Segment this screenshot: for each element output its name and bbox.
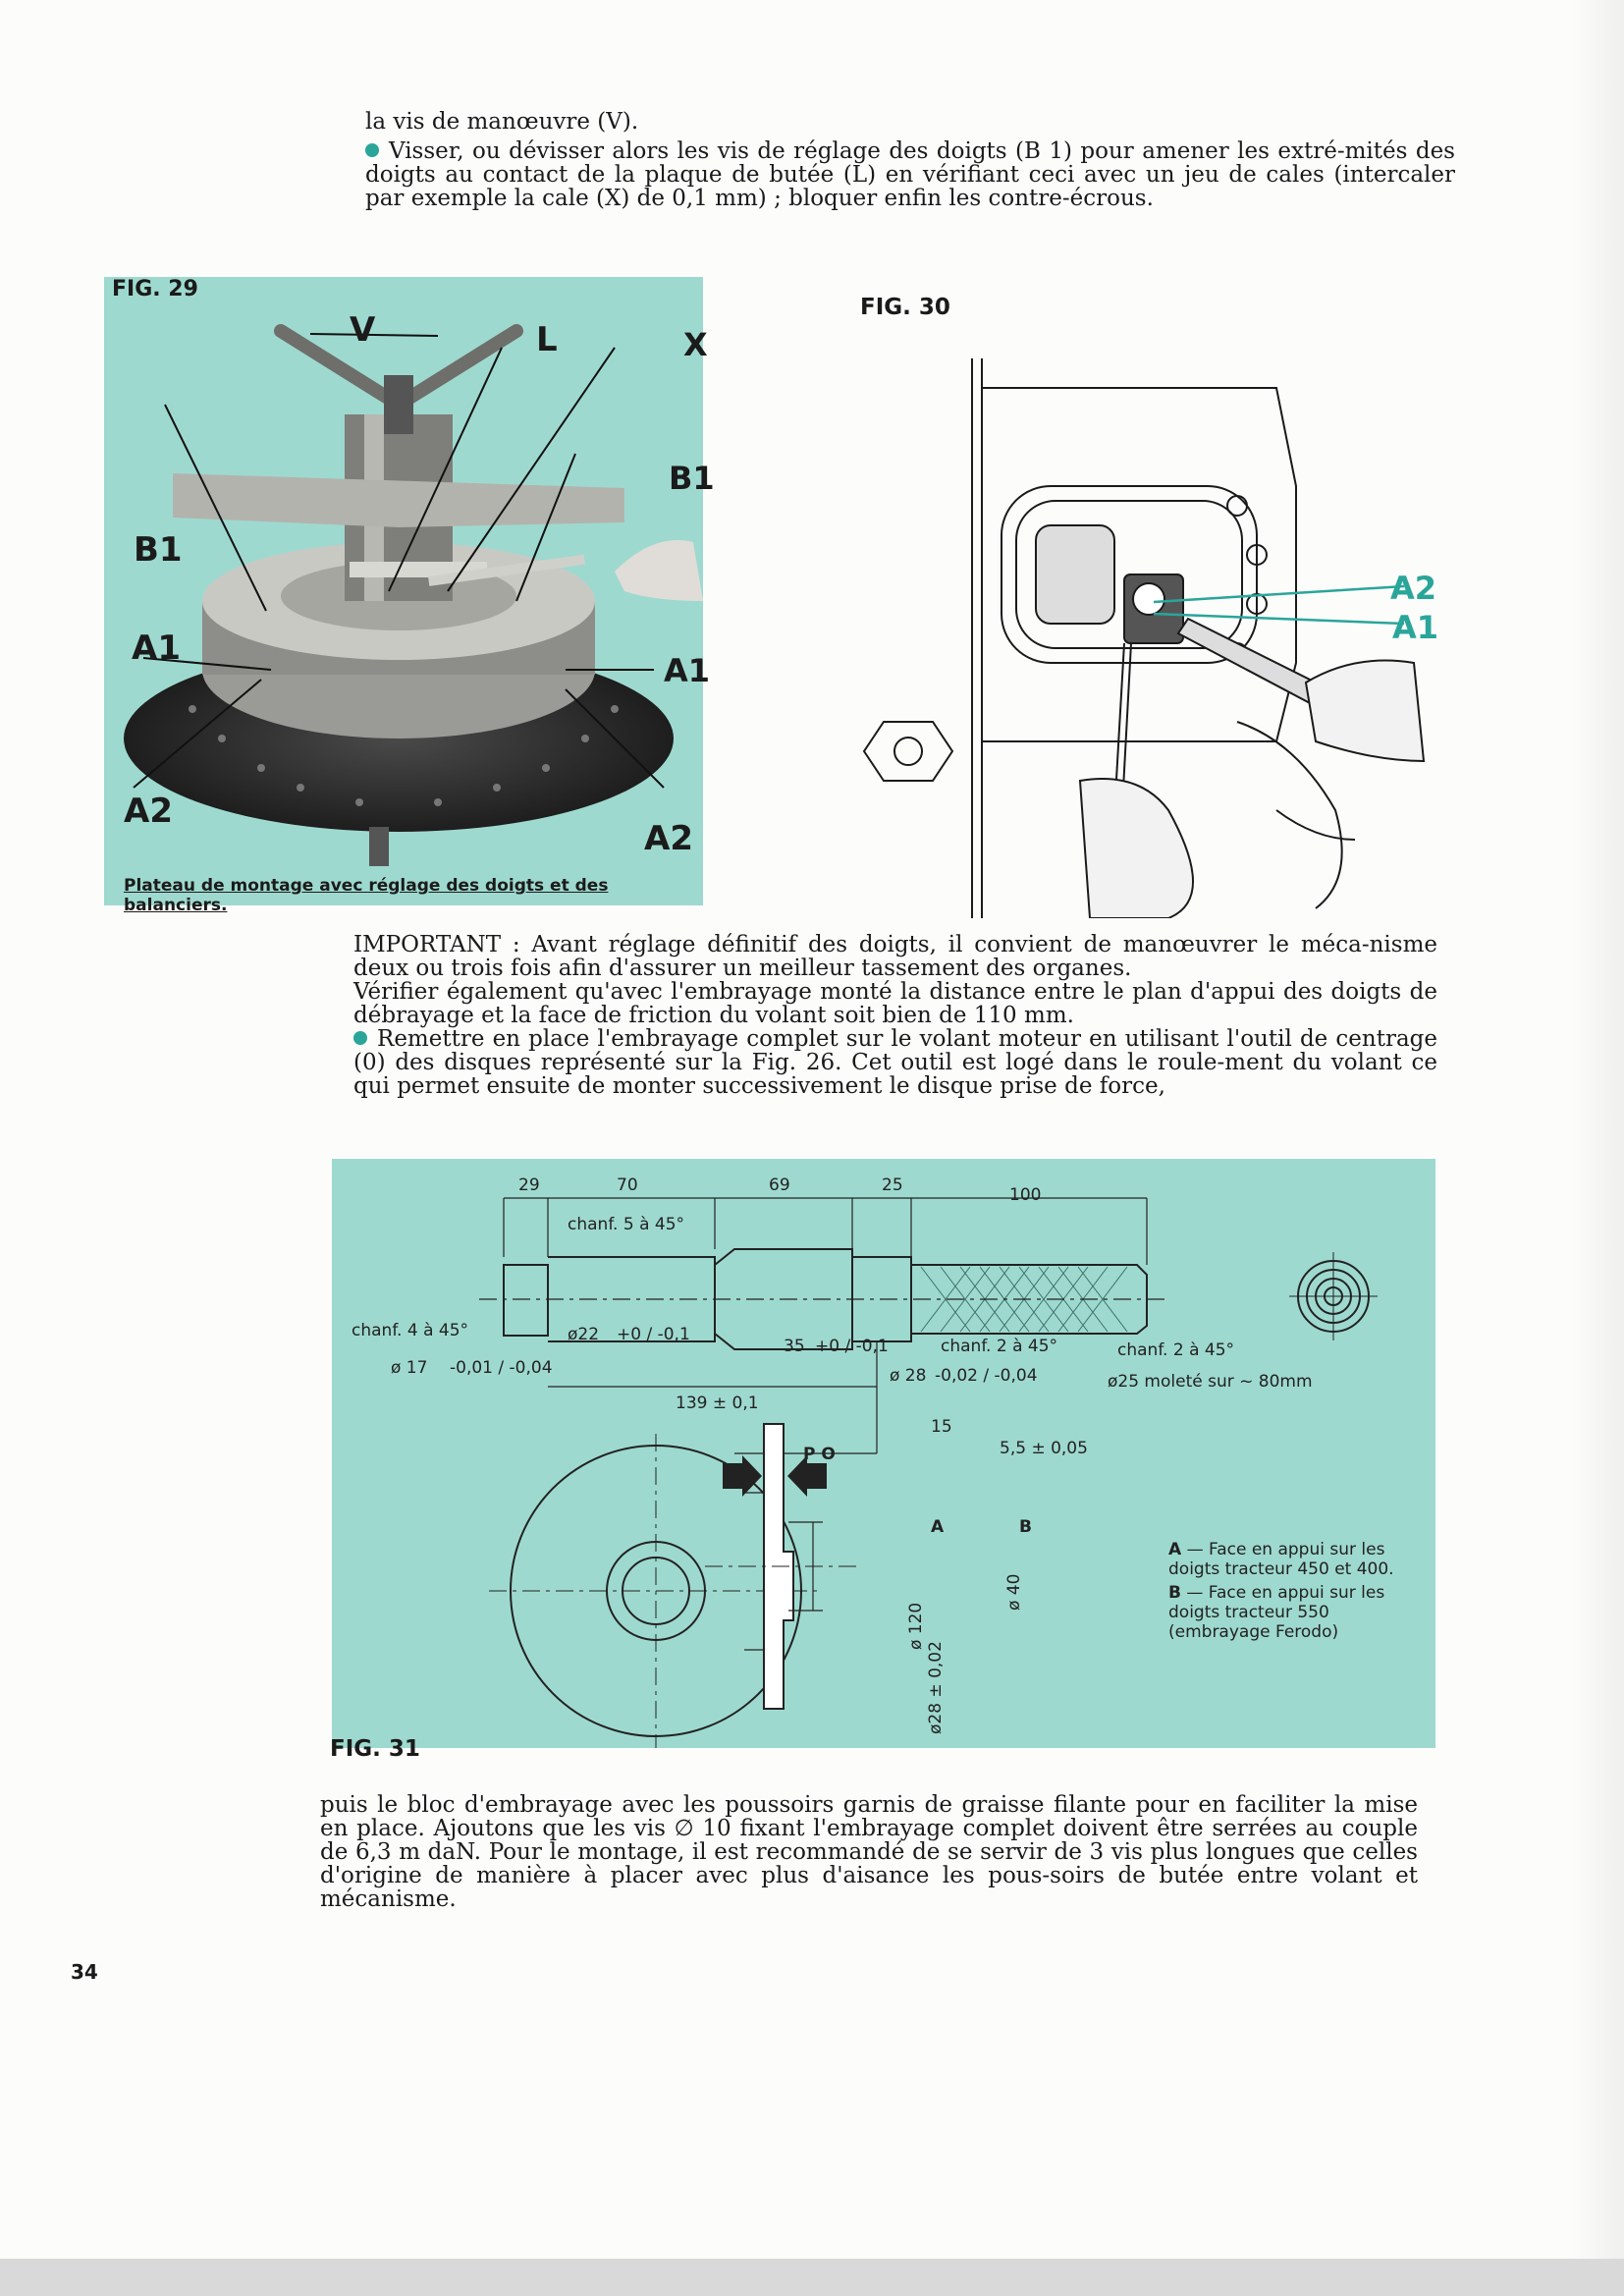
- page-number: 34: [71, 1960, 98, 1984]
- dim-dia40: ø 40: [1004, 1574, 1024, 1611]
- dim-dia25: ø25 moleté sur ~ 80mm: [1108, 1372, 1313, 1392]
- important-text: IMPORTANT : Avant réglage définitif des …: [353, 933, 1437, 1098]
- bullet-icon: [365, 143, 379, 157]
- dim-chanf5: chanf. 5 à 45°: [568, 1215, 684, 1234]
- fig29-callout-a2-left: A2: [124, 792, 173, 831]
- dim-dia28b: ø28 ± 0,02: [926, 1641, 946, 1734]
- dim-dia17-tol: -0,01 / -0,04: [450, 1358, 553, 1378]
- intro-line: la vis de manœuvre (V).: [365, 109, 639, 135]
- verify-paragraph: Vérifier également qu'avec l'embrayage m…: [353, 979, 1437, 1028]
- dim-70: 70: [617, 1175, 638, 1195]
- fig29-callout-x: X: [683, 326, 708, 363]
- dim-5-5: 5,5 ± 0,05: [1000, 1439, 1088, 1458]
- fig29-panel: FIG. 29 V L X B1 B1 A1 A1 A2 A2 Plateau …: [104, 277, 715, 915]
- dim-chanf2a: chanf. 2 à 45°: [941, 1337, 1057, 1356]
- dim-chanf4: chanf. 4 à 45°: [352, 1321, 468, 1340]
- fig29-callout-l: L: [536, 320, 558, 359]
- final-paragraph: puis le bloc d'embrayage avec les pousso…: [320, 1792, 1418, 1912]
- dim-dia120: ø 120: [906, 1603, 926, 1650]
- legend-item-b: B — Face en appui sur les doigts tracteu…: [1168, 1583, 1385, 1642]
- fig29-callout-a1-right: A1: [664, 652, 711, 689]
- fig30-drawing: [862, 358, 1426, 918]
- dim-35: 35: [784, 1337, 805, 1356]
- bullet-paragraph-2: Remettre en place l'embrayage complet su…: [353, 1027, 1437, 1098]
- dim-29: 29: [518, 1175, 540, 1195]
- fig30-callout-a1: A1: [1392, 609, 1439, 646]
- fig31-label: FIG. 31: [330, 1736, 420, 1762]
- intro-text: la vis de manœuvre (V). Visser, ou dévis…: [365, 110, 1455, 210]
- dim-139: 139 ± 0,1: [676, 1394, 759, 1413]
- fig29-callout-b1-right: B1: [669, 460, 715, 497]
- label-a: A: [931, 1517, 945, 1537]
- remettre-text: Remettre en place l'embrayage complet su…: [353, 1026, 1437, 1099]
- scan-bottom: [0, 2259, 1624, 2296]
- dim-po: P O: [803, 1445, 836, 1464]
- dim-69: 69: [769, 1175, 790, 1195]
- fig31-drawing: 29 70 69 25 100 chanf. 5 à 45° chanf. 4 …: [352, 1175, 1378, 1748]
- fig30-label: FIG. 30: [860, 295, 950, 320]
- fig30-callout-a2: A2: [1390, 570, 1437, 607]
- important-paragraph: IMPORTANT : Avant réglage définitif des …: [353, 932, 1437, 981]
- fig31-panel: 29 70 69 25 100 chanf. 5 à 45° chanf. 4 …: [332, 1159, 1435, 1748]
- fig29-photo: [124, 324, 703, 866]
- fig29-callout-v: V: [350, 310, 376, 350]
- dim-dia22: ø22: [568, 1325, 599, 1344]
- dim-100: 100: [1009, 1185, 1041, 1205]
- scan-edge: [1571, 0, 1624, 2296]
- final-text: puis le bloc d'embrayage avec les pousso…: [320, 1793, 1418, 1911]
- dim-dia28: ø 28: [890, 1366, 926, 1386]
- fig29-callout-a1-left: A1: [132, 629, 181, 668]
- fig29-callout-a2-right: A2: [644, 819, 693, 858]
- dim-chanf2b: chanf. 2 à 45°: [1117, 1340, 1234, 1360]
- bullet-icon: [353, 1031, 367, 1045]
- fig29-label: FIG. 29: [112, 277, 198, 301]
- dim-dia17: ø 17: [391, 1358, 427, 1378]
- dim-dia28-tol: -0,02 / -0,04: [935, 1366, 1038, 1386]
- label-b: B: [1019, 1517, 1032, 1537]
- fig31-legend: A — Face en appui sur les doigts tracteu…: [1168, 1540, 1414, 1642]
- bullet-text: Visser, ou dévisser alors les vis de rég…: [365, 138, 1455, 211]
- dim-35-tol: +0 / -0,1: [815, 1337, 889, 1356]
- dim-25: 25: [882, 1175, 903, 1195]
- fig29-caption: Plateau de montage avec réglage des doig…: [124, 876, 609, 915]
- bullet-paragraph: Visser, ou dévisser alors les vis de rég…: [365, 139, 1455, 210]
- dim-dia22-tol: +0 / -0,1: [617, 1325, 690, 1344]
- legend-item-a: A — Face en appui sur les doigts tracteu…: [1168, 1540, 1394, 1579]
- fig29-callout-b1-left: B1: [134, 530, 183, 570]
- dim-15: 15: [931, 1417, 952, 1437]
